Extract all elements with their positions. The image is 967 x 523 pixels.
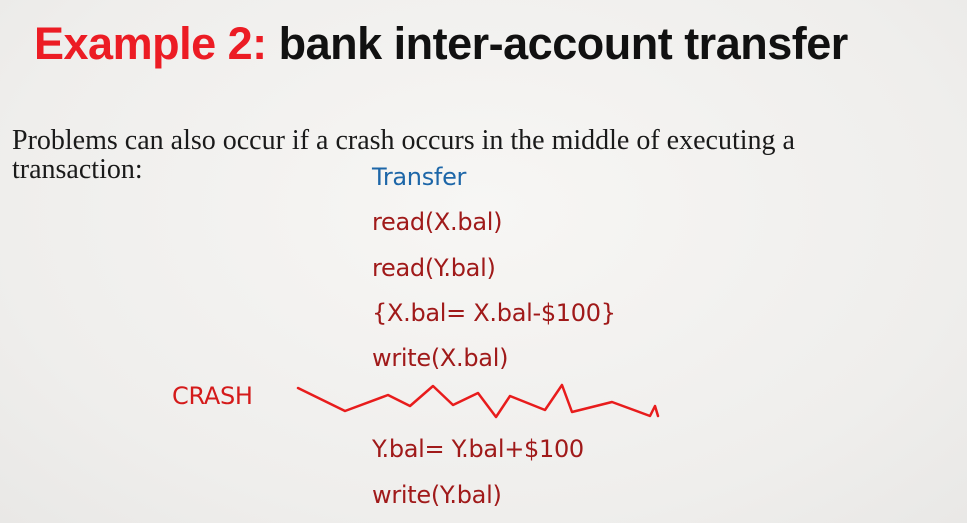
transaction-step-read-x: read(X.bal) bbox=[372, 208, 503, 236]
slide-title: Example 2: bank inter-account transfer bbox=[34, 16, 848, 72]
crash-label: CRASH bbox=[172, 382, 253, 410]
transaction-step-read-y: read(Y.bal) bbox=[372, 254, 496, 282]
transaction-step-credit-y: Y.bal= Y.bal+$100 bbox=[372, 435, 584, 463]
intro-paragraph: Problems can also occur if a crash occur… bbox=[12, 125, 795, 185]
transaction-header: Transfer bbox=[372, 163, 467, 191]
transaction-step-write-y: write(Y.bal) bbox=[372, 481, 502, 509]
crash-zigzag-line bbox=[296, 383, 660, 419]
slide-title-prefix: Example 2: bbox=[34, 18, 267, 69]
transaction-step-write-x: write(X.bal) bbox=[372, 344, 509, 372]
slide-title-main: bank inter-account transfer bbox=[266, 18, 849, 69]
transaction-step-debit-x: {X.bal= X.bal-$100} bbox=[372, 299, 616, 327]
